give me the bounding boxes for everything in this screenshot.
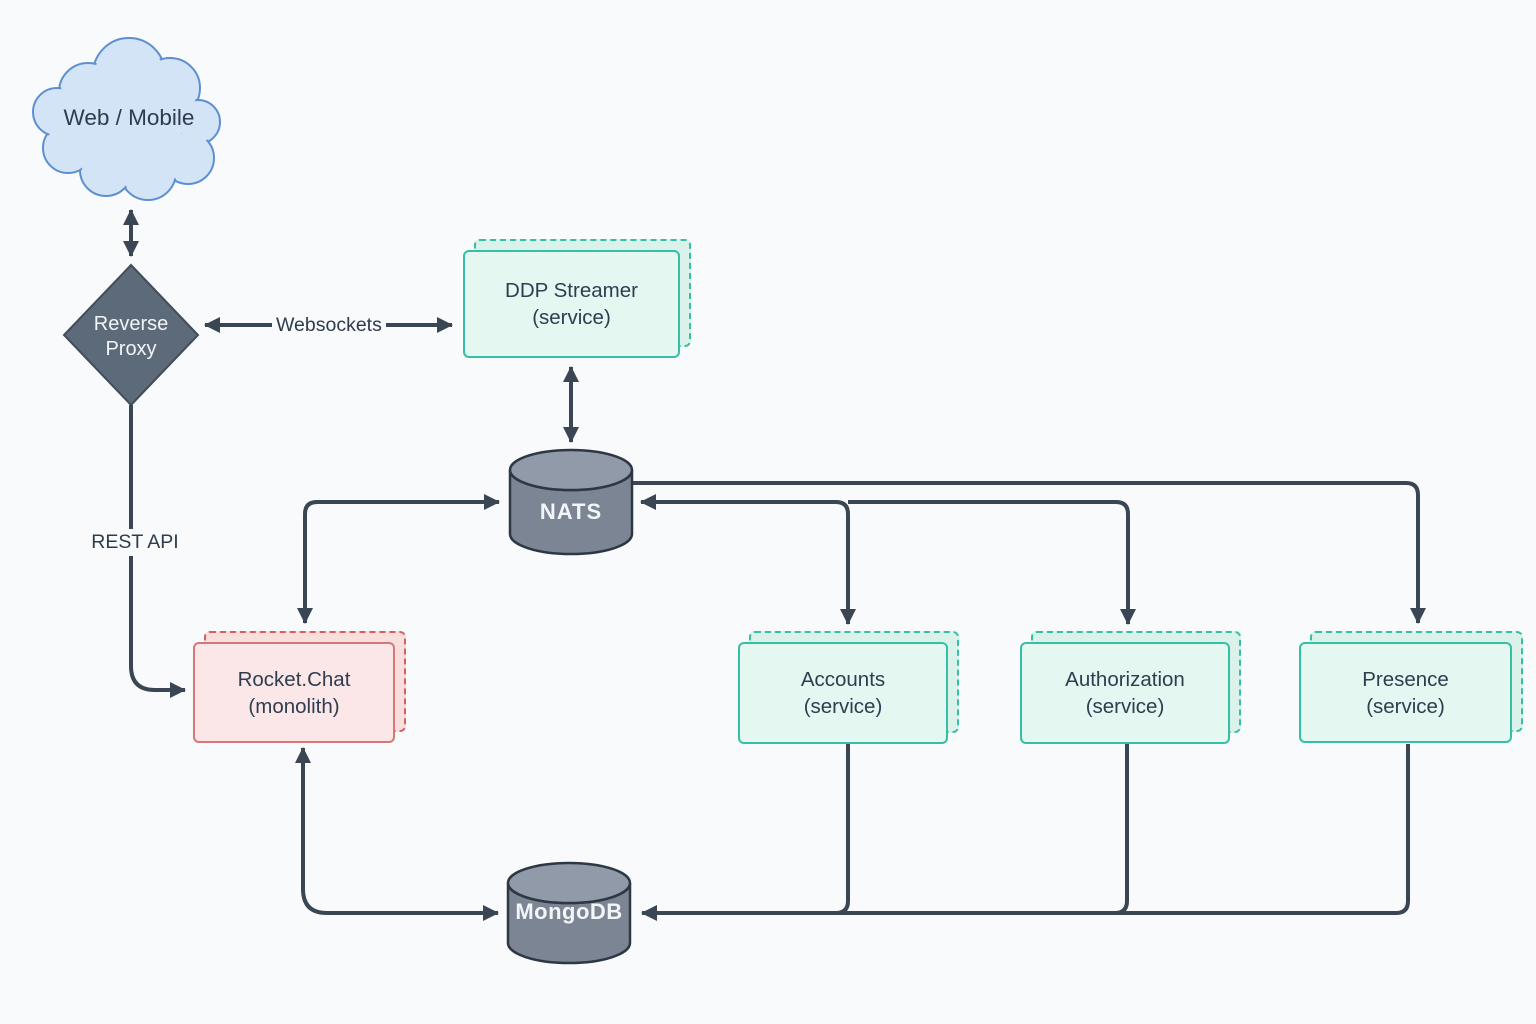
web-mobile-cloud-shape xyxy=(32,37,221,201)
node-presence-label: Presence xyxy=(1362,667,1449,691)
web-mobile-label: Web / Mobile xyxy=(63,105,195,130)
edge-nats-presence xyxy=(633,481,1426,624)
reverse-proxy-label: Reverse Proxy xyxy=(93,313,169,360)
node-rocket-chat-sublabel: (monolith) xyxy=(248,694,340,718)
edge-reverseproxy-rocketchat xyxy=(129,405,186,698)
rest-api-edge-label: REST API xyxy=(86,529,184,556)
websockets-edge-label: Websockets xyxy=(272,312,386,339)
node-accounts-sublabel: (service) xyxy=(803,695,883,718)
node-rocket-chat: Rocket.Chat (monolith) xyxy=(193,631,406,743)
node-authorization-sublabel: (service) xyxy=(1085,695,1165,718)
node-rocket-chat-box: Rocket.Chat (monolith) xyxy=(193,642,395,743)
node-authorization-label: Authorization xyxy=(1065,668,1185,691)
node-presence: Presence (service) xyxy=(1299,631,1523,743)
edge-rocketchat-nats xyxy=(297,494,500,624)
edge-presence-mongodb xyxy=(641,744,1410,921)
node-authorization: Authorization (service) xyxy=(1020,631,1241,744)
node-authorization-box: Authorization (service) xyxy=(1020,642,1230,744)
mongodb-cylinder-shape xyxy=(506,861,632,965)
edge-nats-authorization xyxy=(848,500,1136,625)
node-ddp-streamer-box: DDP Streamer (service) xyxy=(463,250,680,358)
nats-label: NATS xyxy=(539,499,603,524)
node-rocket-chat-label: Rocket.Chat xyxy=(237,667,351,691)
edge-accounts-mongodb xyxy=(835,744,850,915)
node-presence-sublabel: (service) xyxy=(1366,694,1445,718)
edge-authorization-mongodb xyxy=(1114,744,1129,915)
edge-nats-accounts xyxy=(640,494,856,625)
node-accounts-label: Accounts xyxy=(800,668,886,691)
node-ddp-streamer-sublabel: (service) xyxy=(532,306,611,329)
nats-cylinder-shape xyxy=(508,448,634,556)
edge-rocketchat-mongodb xyxy=(295,747,499,921)
mongodb-label: MongoDB xyxy=(515,899,623,924)
node-presence-box: Presence (service) xyxy=(1299,642,1512,743)
node-ddp-streamer-label: DDP Streamer xyxy=(505,279,638,302)
node-accounts-box: Accounts (service) xyxy=(738,642,948,744)
node-accounts: Accounts (service) xyxy=(738,631,959,744)
node-ddp-streamer: DDP Streamer (service) xyxy=(463,239,691,358)
